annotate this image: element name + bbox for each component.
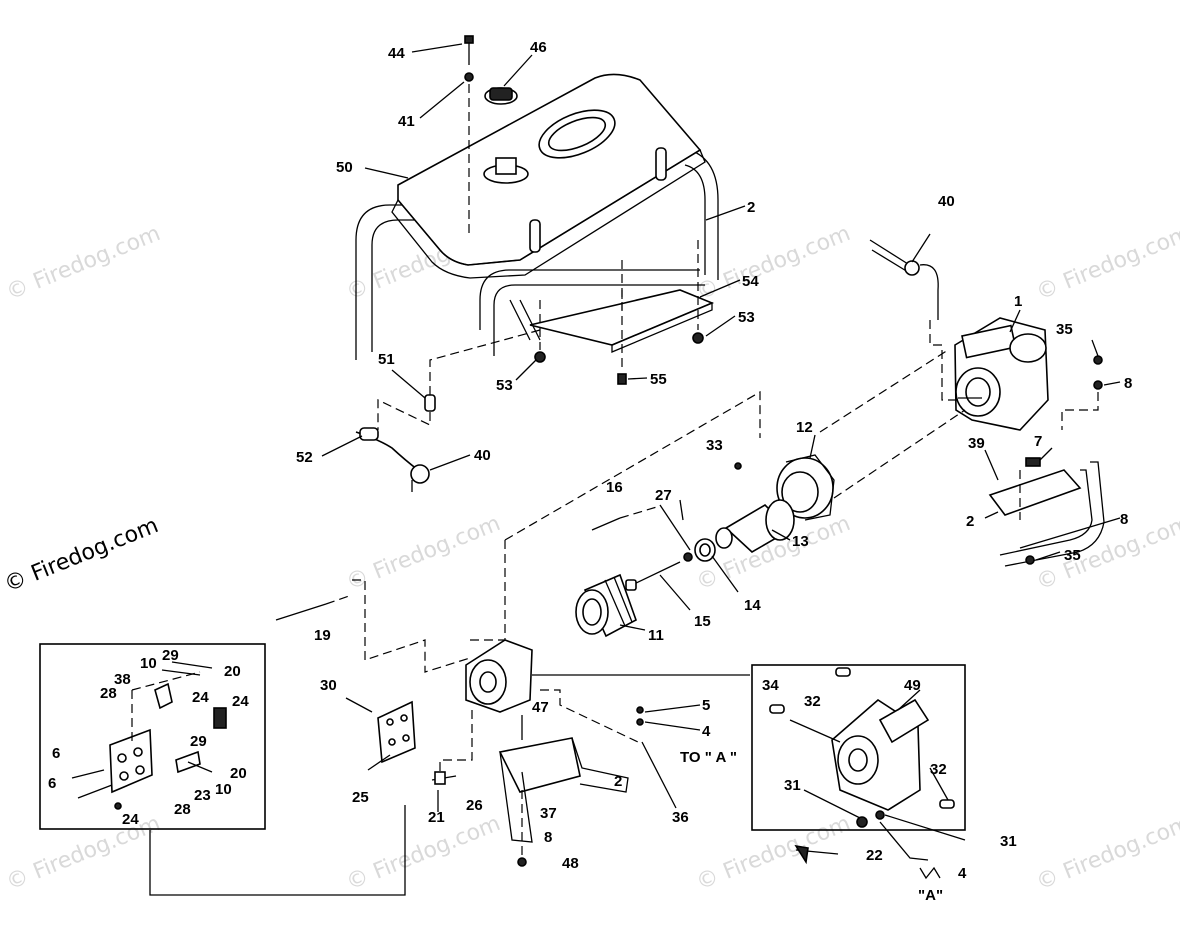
callout-28: 28 xyxy=(100,685,117,702)
callout-49: 49 xyxy=(904,677,921,694)
callout-36: 36 xyxy=(672,809,689,826)
copyright-watermark: © Firedog.com xyxy=(1,513,162,597)
callout-12: 12 xyxy=(796,419,813,436)
callout-31: 31 xyxy=(1000,833,1017,850)
callout-32: 32 xyxy=(804,693,821,710)
callout-7: 7 xyxy=(1034,433,1042,450)
callout-33: 33 xyxy=(706,437,723,454)
callout-25: 25 xyxy=(352,789,369,806)
callout-2: 2 xyxy=(614,773,622,790)
watermark-text: © Firedog.com xyxy=(343,811,504,895)
callout-40: 40 xyxy=(938,193,955,210)
engine-assembly xyxy=(869,233,1121,567)
reference-to-a: TO " A " xyxy=(680,749,737,766)
callout-30: 30 xyxy=(320,677,337,694)
callout-15: 15 xyxy=(694,613,711,630)
callout-40: 40 xyxy=(474,447,491,464)
callout-16: 16 xyxy=(606,479,623,496)
callout-14: 14 xyxy=(744,597,761,614)
reference-a: "A" xyxy=(918,887,943,904)
callout-24: 24 xyxy=(192,689,209,706)
callout-10: 10 xyxy=(215,781,232,798)
callout-8: 8 xyxy=(544,829,552,846)
callout-22: 22 xyxy=(866,847,883,864)
watermark-text: © Firedog.com xyxy=(1033,811,1180,895)
callout-21: 21 xyxy=(428,809,445,826)
fuel-tank-assembly xyxy=(355,35,746,385)
callout-24: 24 xyxy=(232,693,249,710)
callout-13: 13 xyxy=(792,533,809,550)
callout-38: 38 xyxy=(114,671,131,688)
callout-28: 28 xyxy=(174,801,191,818)
callout-53: 53 xyxy=(496,377,513,394)
callout-5: 5 xyxy=(702,697,710,714)
watermark-text: © Firedog.com xyxy=(3,811,164,895)
callout-47: 47 xyxy=(532,699,549,716)
callout-54: 54 xyxy=(742,273,759,290)
callout-19: 19 xyxy=(314,627,331,644)
callout-8: 8 xyxy=(1120,511,1128,528)
detail-box-a xyxy=(751,664,966,880)
alternator-assembly xyxy=(275,349,966,778)
callout-labels: 44 46 41 50 2 40 54 53 53 55 1 35 8 51 5… xyxy=(48,39,1132,904)
cover-plate-assembly xyxy=(345,697,457,812)
callout-1: 1 xyxy=(1014,293,1022,310)
callout-26: 26 xyxy=(466,797,483,814)
callout-23: 23 xyxy=(194,787,211,804)
callout-27: 27 xyxy=(655,487,672,504)
watermark-text: © Firedog.com xyxy=(3,221,164,305)
control-panel-box xyxy=(39,643,406,896)
callout-29: 29 xyxy=(190,733,207,750)
callout-34: 34 xyxy=(762,677,779,694)
callout-10: 10 xyxy=(140,655,157,672)
callout-46: 46 xyxy=(530,39,547,56)
watermark-text: © Firedog.com xyxy=(1033,221,1180,305)
watermark-text: © Firedog.com xyxy=(693,221,854,305)
callout-11: 11 xyxy=(648,627,664,644)
callout-31: 31 xyxy=(784,777,801,794)
callout-4: 4 xyxy=(958,865,967,882)
callout-35: 35 xyxy=(1064,547,1081,564)
callout-44: 44 xyxy=(388,45,405,62)
callout-2: 2 xyxy=(747,199,755,216)
callout-2: 2 xyxy=(966,513,974,530)
watermark-text: © Firedog.com xyxy=(343,511,504,595)
callout-24: 24 xyxy=(122,811,139,828)
fuel-line-assembly xyxy=(321,290,623,492)
callout-6: 6 xyxy=(52,745,60,762)
callout-4: 4 xyxy=(702,723,711,740)
callout-6: 6 xyxy=(48,775,56,792)
callout-51: 51 xyxy=(378,351,395,368)
handle-frame xyxy=(498,715,629,867)
callout-35: 35 xyxy=(1056,321,1073,338)
callout-50: 50 xyxy=(336,159,353,176)
callout-8: 8 xyxy=(1124,375,1132,392)
callout-20: 20 xyxy=(224,663,241,680)
callout-52: 52 xyxy=(296,449,313,466)
callout-20: 20 xyxy=(230,765,247,782)
callout-37: 37 xyxy=(540,805,557,822)
callout-55: 55 xyxy=(650,371,667,388)
callout-41: 41 xyxy=(398,113,415,130)
callout-32: 32 xyxy=(930,761,947,778)
callout-29: 29 xyxy=(162,647,179,664)
callout-53: 53 xyxy=(738,309,755,326)
hardware-set xyxy=(636,704,701,809)
callout-48: 48 xyxy=(562,855,579,872)
callout-39: 39 xyxy=(968,435,985,452)
